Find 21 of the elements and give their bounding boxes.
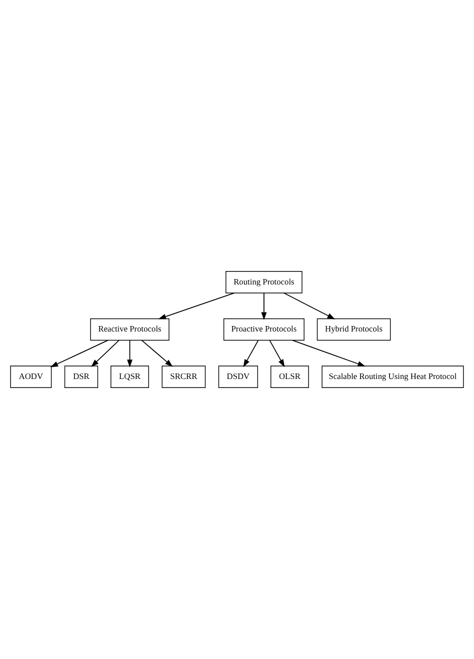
arrow bbox=[261, 292, 267, 320]
node-box: SRCRR bbox=[162, 366, 206, 388]
arrow bbox=[283, 292, 336, 320]
arrow bbox=[292, 340, 366, 366]
node-box: DSDV bbox=[218, 366, 258, 388]
node-box: Proactive Protocols bbox=[223, 318, 304, 341]
node-box: OLSR bbox=[270, 366, 309, 388]
arrow bbox=[91, 340, 120, 367]
node-box: Scalable Routing Using Heat Protocol bbox=[322, 366, 464, 388]
arrow bbox=[127, 340, 132, 368]
node-box: Reactive Protocols bbox=[90, 318, 170, 341]
arrow bbox=[158, 292, 235, 320]
node-box: LQSR bbox=[110, 366, 149, 388]
arrow bbox=[50, 340, 108, 368]
arrow bbox=[243, 340, 259, 368]
node-box: Routing Protocols bbox=[226, 271, 302, 294]
arrow bbox=[269, 340, 285, 368]
node-box: AODV bbox=[10, 366, 52, 388]
arrow bbox=[141, 340, 173, 367]
node-box: DSR bbox=[64, 366, 98, 388]
node-box: Hybrid Protocols bbox=[316, 318, 391, 341]
